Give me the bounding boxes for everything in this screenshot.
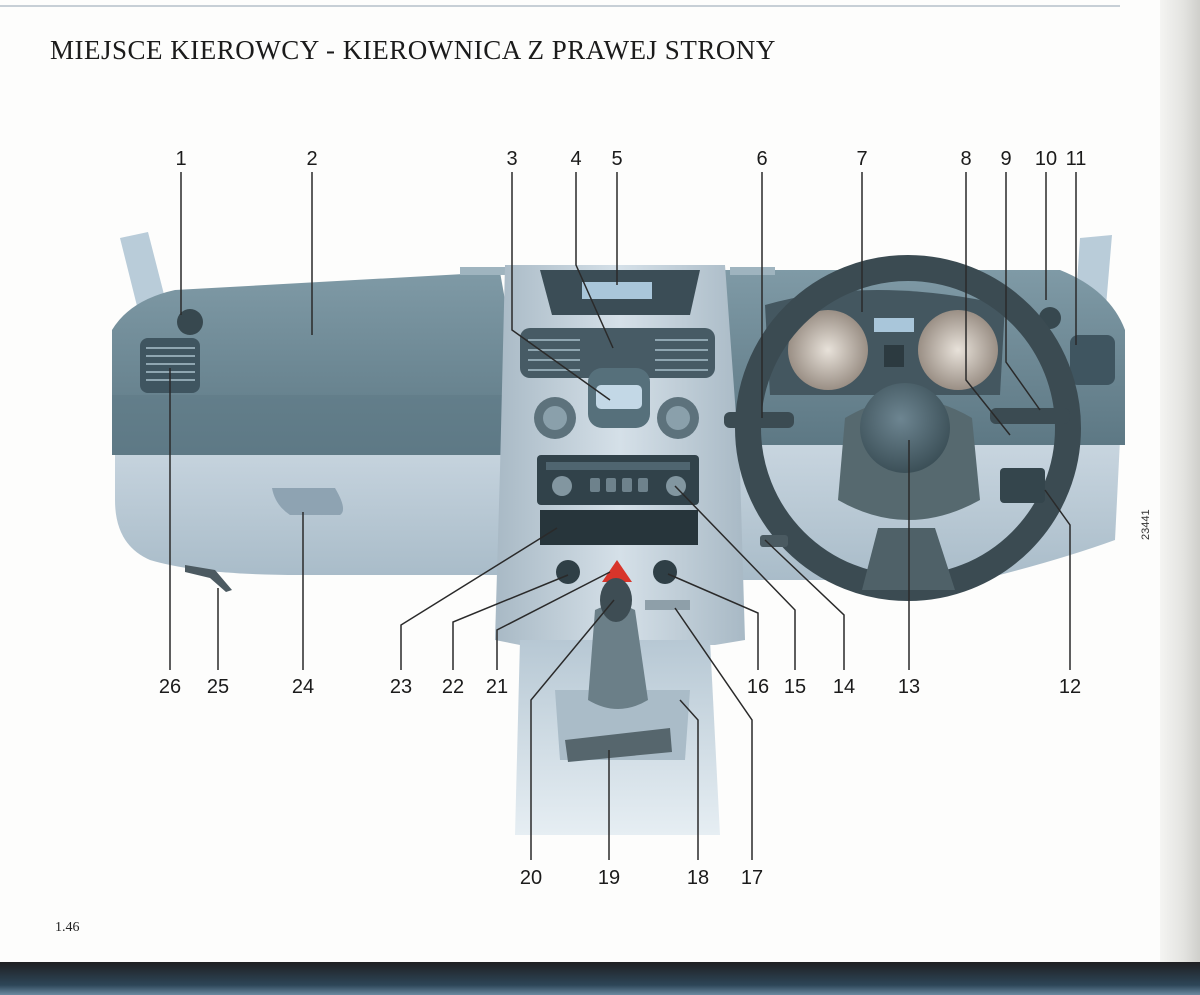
callout-7: 7 [856, 148, 867, 170]
defrost-slot-left [460, 267, 505, 275]
callout-11: 11 [1066, 148, 1087, 170]
callout-25: 25 [207, 676, 229, 698]
callout-22: 22 [442, 676, 464, 698]
callout-9: 9 [1000, 148, 1011, 170]
handbrake-lever [565, 728, 672, 762]
glovebox-handle [272, 488, 344, 515]
central-vent-slats [528, 339, 708, 371]
callouts-bottom: 26 25 24 23 22 21 16 15 14 13 12 [159, 676, 1081, 698]
callout-1: 1 [175, 148, 186, 170]
callout-19: 19 [598, 867, 620, 889]
leader-lines [169, 172, 1077, 860]
radio-volume-knob [552, 476, 572, 496]
gear-knob [600, 578, 632, 622]
callout-23: 23 [390, 676, 412, 698]
callout-8: 8 [960, 148, 971, 170]
callout-24: 24 [292, 676, 314, 698]
switch-right [653, 560, 677, 584]
callout-17: 17 [741, 867, 763, 889]
callout-13: 13 [898, 676, 920, 698]
callouts-lower: 20 19 18 17 [520, 867, 763, 889]
callout-10: 10 [1035, 148, 1057, 170]
ashtray-lid [645, 600, 690, 610]
speedometer [788, 310, 868, 390]
callout-2: 2 [306, 148, 317, 170]
callout-5: 5 [611, 148, 622, 170]
airbag-hub [860, 383, 950, 473]
wiper-stalk [990, 408, 1070, 424]
storage-tray [540, 510, 698, 545]
page-edge-shadow [1160, 0, 1200, 995]
top-rule [0, 5, 1120, 7]
callout-4: 4 [570, 148, 581, 170]
cruise-control-buttons [1000, 468, 1045, 503]
callout-12: 12 [1059, 676, 1081, 698]
radio-preset-buttons [590, 478, 648, 492]
air-vent-right [1070, 335, 1115, 385]
side-vent-round-left [177, 309, 203, 335]
callout-16: 16 [747, 676, 769, 698]
page-title: MIEJSCE KIEROWCY - KIEROWNICA Z PRAWEJ S… [50, 35, 776, 65]
callout-26: 26 [159, 676, 181, 698]
callout-15: 15 [784, 676, 806, 698]
callout-14: 14 [833, 676, 855, 698]
callout-6: 6 [756, 148, 767, 170]
steering-adjust-lever [760, 535, 788, 547]
scan-bottom-band [0, 962, 1200, 995]
callout-3: 3 [506, 148, 517, 170]
callout-20: 20 [520, 867, 542, 889]
cluster-display [874, 318, 914, 332]
callout-21: 21 [486, 676, 508, 698]
clock-display [596, 385, 642, 409]
central-display [582, 282, 652, 299]
callouts-top: 1 2 3 4 5 6 7 8 9 10 11 [175, 148, 1086, 170]
tachometer [918, 310, 998, 390]
gear-boot [588, 605, 648, 709]
fuel-gauge [884, 345, 904, 367]
bonnet-release [185, 565, 232, 592]
defrost-slot-right [730, 267, 775, 275]
page-number: 1.46 [55, 920, 80, 935]
callout-18: 18 [687, 867, 709, 889]
lighting-stalk [724, 412, 794, 428]
image-reference-code: 23441 [1140, 509, 1152, 540]
switch-left [556, 560, 580, 584]
hazard-button [602, 560, 632, 582]
dash-shadow [112, 395, 515, 455]
